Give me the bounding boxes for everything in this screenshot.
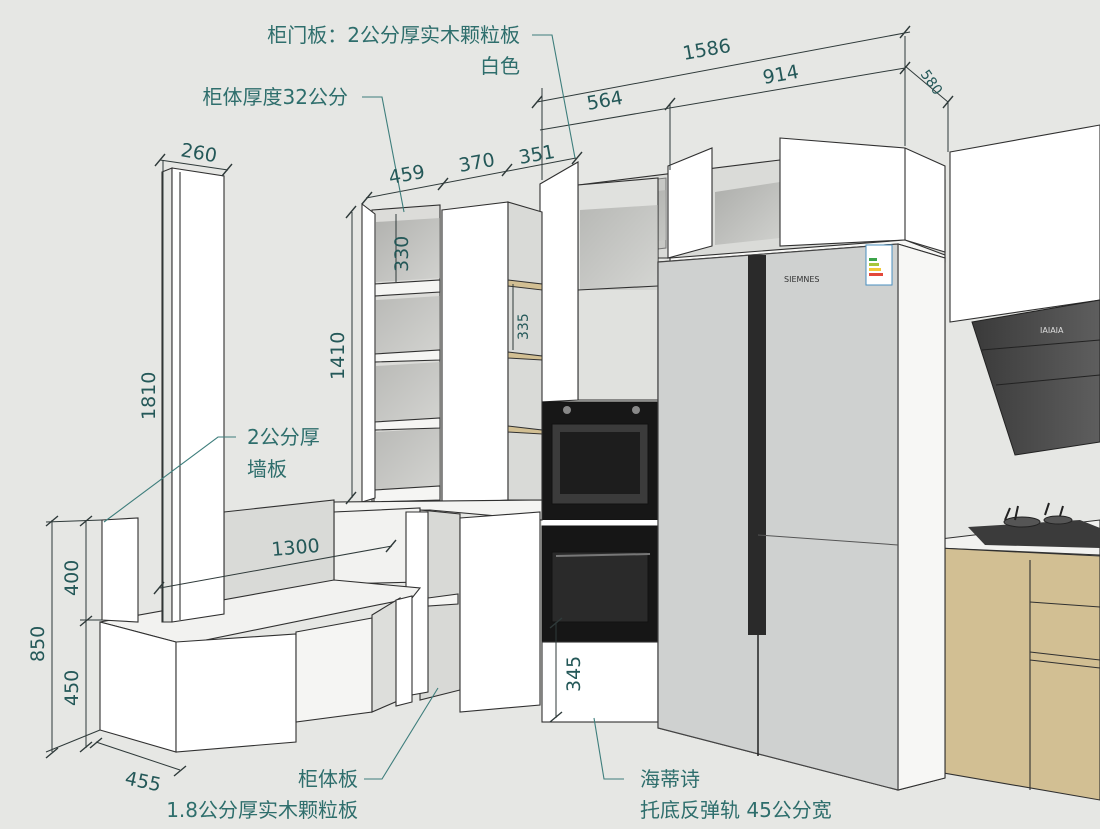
dimension-labels: 1586 914 580 564 260 1810 459 370 351 33…	[27, 35, 945, 797]
dim-counter-length: 1300	[271, 535, 321, 561]
range-hood: IAIAIA	[971, 299, 1100, 456]
rail-note-line1: 海蒂诗	[640, 767, 700, 791]
l-shaped-counter	[99, 499, 422, 753]
upper-right-cabinet	[949, 124, 1100, 323]
door-panel-note-line2: 白色	[480, 54, 520, 78]
open-shelf-units	[361, 201, 543, 505]
door-panel-note-line1: 柜门板：2公分厚实木颗粒板	[267, 23, 520, 47]
rail-note-line2: 托底反弹轨 45公分宽	[640, 798, 832, 822]
tall-cabinet	[161, 167, 225, 623]
oven-column	[539, 161, 659, 723]
leader-lines	[103, 34, 624, 780]
annotations: 柜门板：2公分厚实木颗粒板 白色 柜体厚度32公分 2公分厚 墙板 柜体板 1.…	[166, 23, 832, 822]
dim-oven-column: 564	[585, 87, 625, 115]
dim-shelf-gap-b: 335	[516, 313, 532, 340]
dim-base-height: 450	[61, 670, 83, 706]
dim-base-depth: 455	[123, 767, 163, 796]
dim-shelf-gap-a: 330	[391, 236, 413, 272]
kitchen-counter	[930, 519, 1100, 801]
dim-wall-panel-height: 400	[61, 560, 83, 596]
wall-panel	[101, 517, 139, 623]
fridge-brand: SIEMNES	[784, 275, 820, 284]
dim-tall-depth: 260	[179, 139, 219, 167]
gas-cooktop	[968, 502, 1100, 548]
dimension-lines	[45, 25, 954, 777]
wall-panel-note-line2: 墙板	[247, 457, 287, 481]
lower-cabinets	[333, 499, 543, 713]
body-thickness-note: 柜体厚度32公分	[203, 85, 348, 109]
hood-marking: IAIAIA	[1040, 326, 1064, 335]
dim-shelf-b: 370	[457, 149, 497, 177]
dim-plinth-height: 345	[563, 656, 585, 692]
wall-panel-note-line1: 2公分厚	[247, 425, 320, 449]
body-panel-note-line1: 柜体板	[298, 767, 358, 791]
dim-shelf-c: 351	[517, 141, 557, 169]
body-panel-note-line2: 1.8公分厚实木颗粒板	[166, 798, 358, 822]
refrigerator: SIEMNES	[657, 243, 946, 791]
dim-total-width: 1586	[681, 35, 732, 65]
dim-tall-height: 1810	[138, 372, 160, 420]
dim-upper-height: 1410	[327, 332, 349, 380]
dim-total-height: 850	[27, 626, 49, 662]
dim-fridge-depth: 580	[917, 67, 945, 98]
dim-fridge-width: 914	[761, 61, 801, 89]
dim-shelf-a: 459	[387, 161, 427, 189]
